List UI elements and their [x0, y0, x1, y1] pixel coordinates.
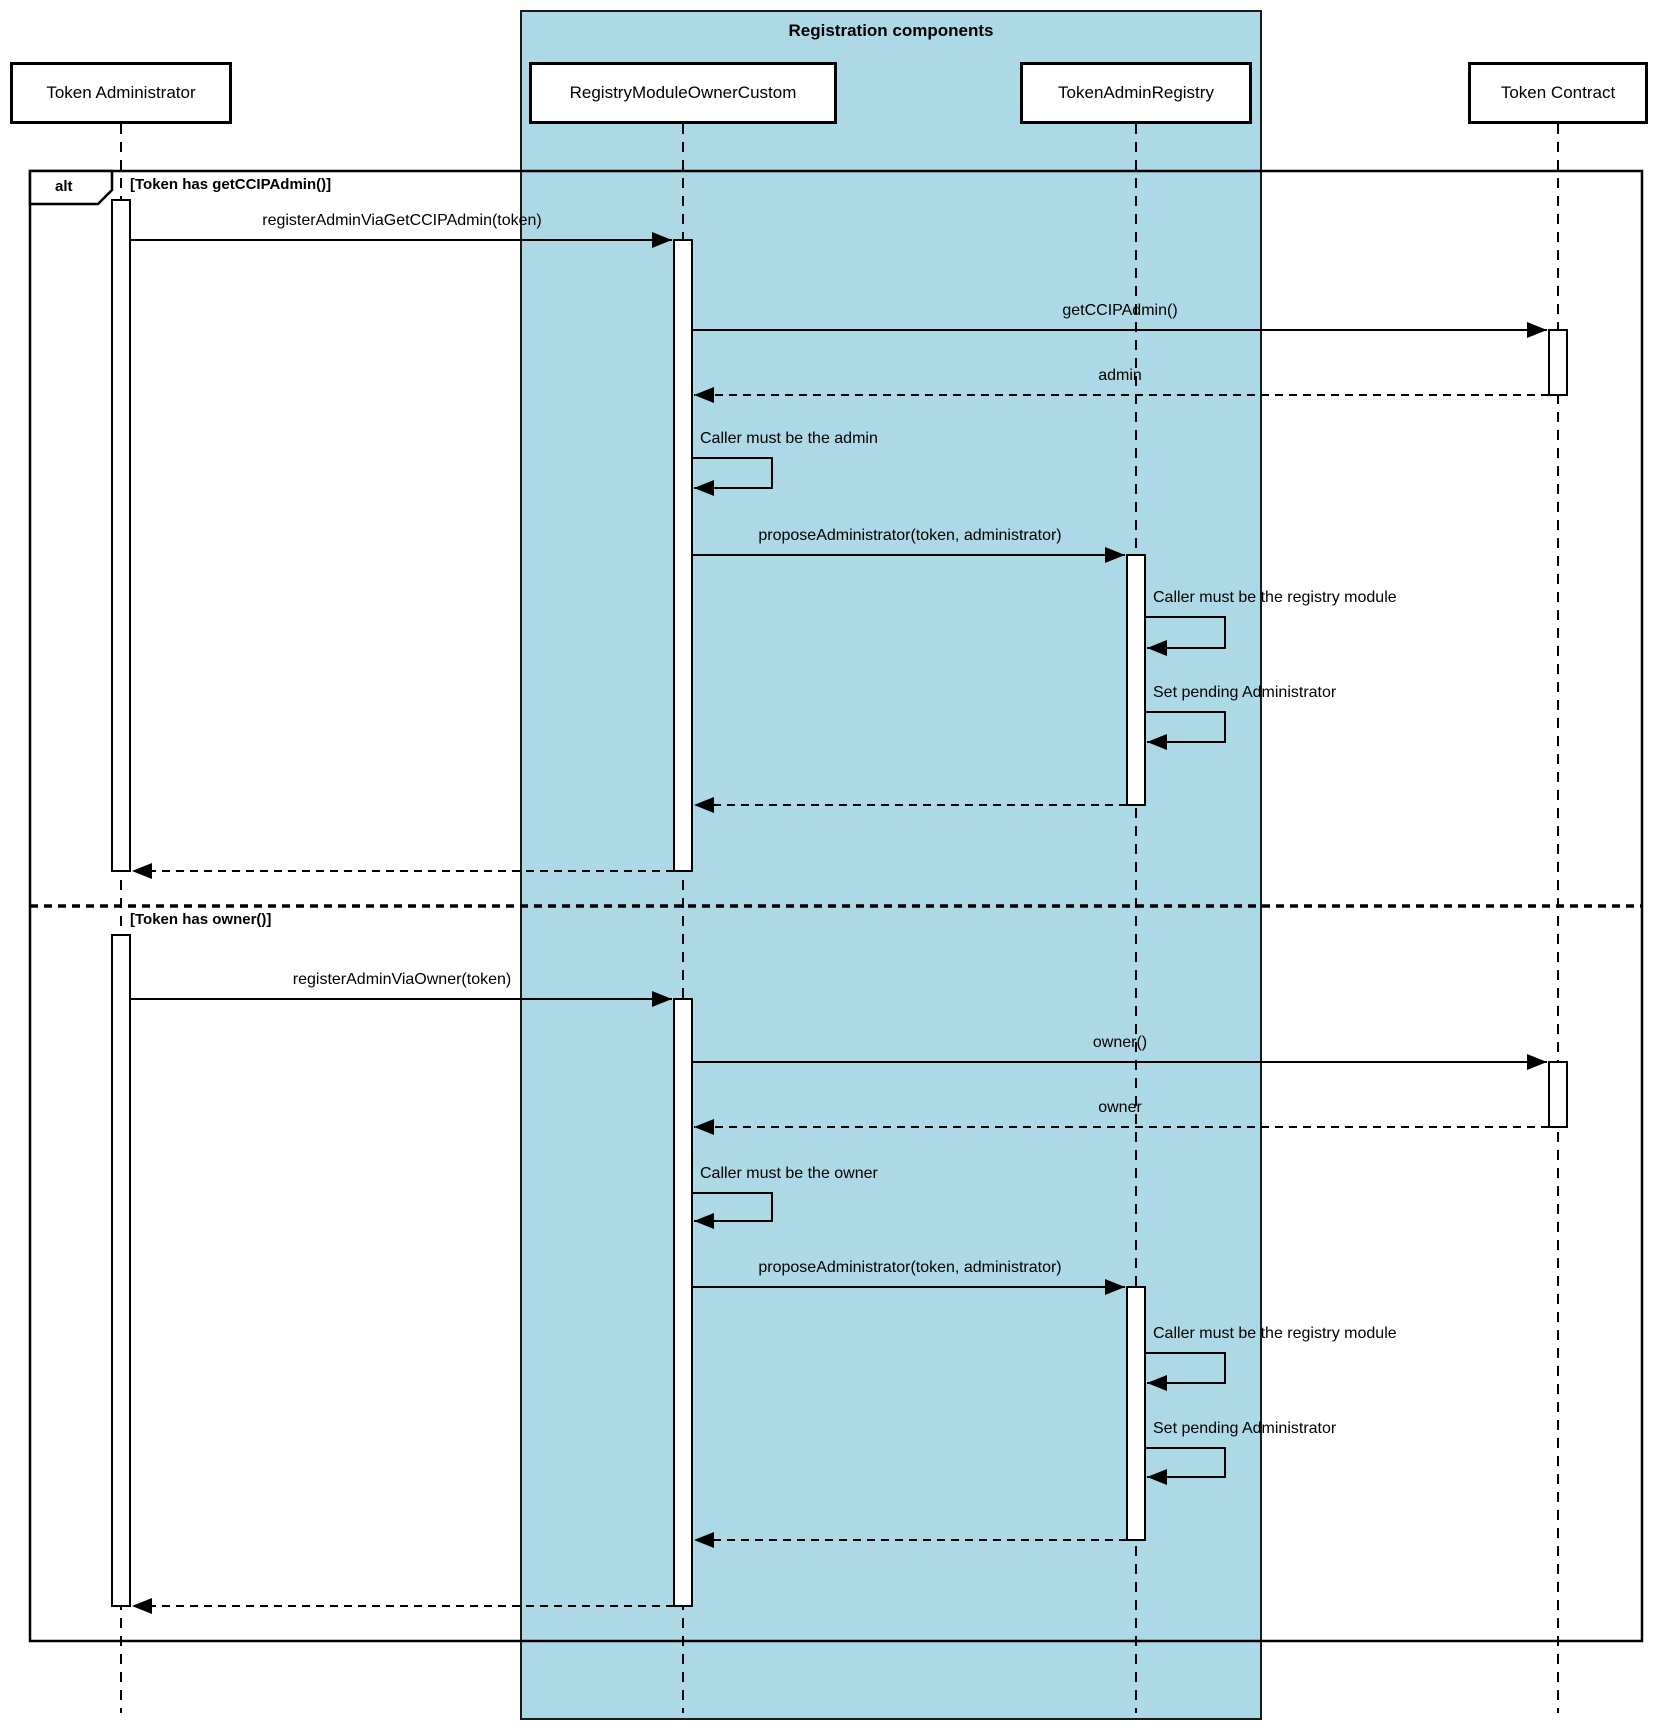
activation-registry-module-1	[673, 239, 693, 872]
message-label: proposeAdministrator(token, administrato…	[758, 527, 1062, 544]
participant-token-administrator: Token Administrator	[10, 62, 232, 124]
message-label: owner	[1098, 1099, 1142, 1116]
activation-token-admin-registry-2	[1126, 1286, 1146, 1541]
alt-operator-label: alt	[55, 178, 73, 195]
participant-token-admin-registry: TokenAdminRegistry	[1020, 62, 1252, 124]
message-label: registerAdminViaOwner(token)	[292, 971, 512, 988]
self-message-arrow	[1145, 1352, 1226, 1391]
activation-token-contract-2	[1548, 1061, 1568, 1128]
self-message-arrow	[692, 1192, 773, 1229]
self-message-arrow	[1145, 1447, 1226, 1485]
message-label: owner()	[1092, 1034, 1148, 1051]
self-message-arrow	[692, 457, 773, 496]
self-message-arrow	[1145, 711, 1226, 750]
participant-registry-module-owner-custom: RegistryModuleOwnerCustom	[529, 62, 837, 124]
message-label: Set pending Administrator	[1153, 684, 1337, 701]
participant-token-contract: Token Contract	[1468, 62, 1648, 124]
message-label: Caller must be the registry module	[1153, 589, 1397, 606]
message-label: registerAdminViaGetCCIPAdmin(token)	[262, 212, 542, 229]
participant-label: Token Contract	[1500, 83, 1616, 102]
message-label: getCCIPAdmin()	[1062, 302, 1178, 319]
activation-token-admin-registry-1	[1126, 554, 1146, 806]
message-label: admin	[1098, 367, 1142, 384]
activation-token-contract-1	[1548, 329, 1568, 396]
guard-label: [Token has getCCIPAdmin()]	[130, 176, 332, 193]
message-label: Caller must be the owner	[700, 1165, 878, 1182]
message-label: Caller must be the admin	[700, 430, 878, 447]
participant-label: TokenAdminRegistry	[1058, 83, 1214, 102]
participant-label: RegistryModuleOwnerCustom	[569, 83, 797, 102]
group-title: Registration components	[788, 21, 994, 40]
activation-token-administrator-2	[111, 934, 131, 1607]
guard-label: [Token has owner()]	[130, 911, 272, 928]
message-label: proposeAdministrator(token, administrato…	[758, 1259, 1062, 1276]
activation-registry-module-2	[673, 998, 693, 1607]
self-message-arrow	[1145, 616, 1226, 656]
alt-operator-pentagon	[28, 169, 114, 206]
participant-label: Token Administrator	[46, 83, 196, 102]
message-label: Caller must be the registry module	[1153, 1325, 1397, 1342]
message-label: Set pending Administrator	[1153, 1420, 1337, 1437]
activation-token-administrator-1	[111, 199, 131, 872]
